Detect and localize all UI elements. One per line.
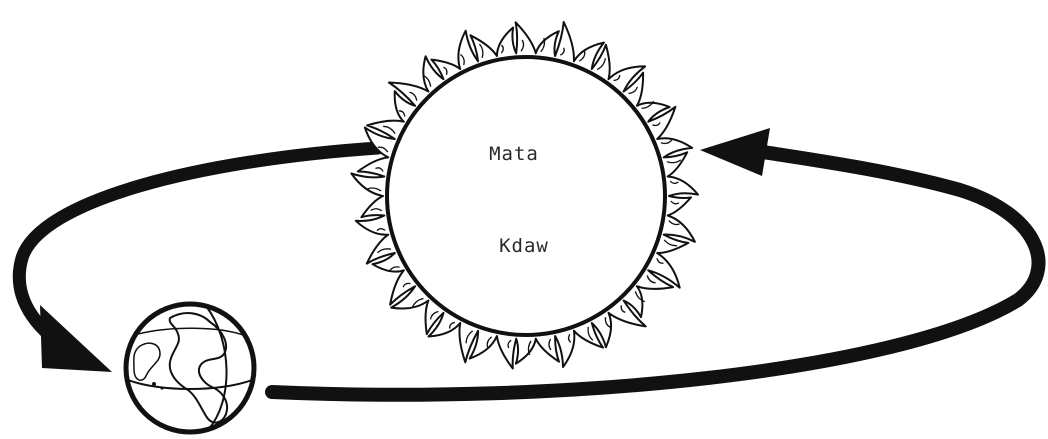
sun-label-bottom: Kdaw xyxy=(499,235,549,257)
orbit-arrowhead-left xyxy=(40,305,112,372)
orbit-arrowhead-right xyxy=(700,128,770,176)
sun-label-top: Mata xyxy=(489,143,539,165)
earth-outline xyxy=(126,304,254,432)
sun-disk xyxy=(387,57,665,335)
earth-island-dot xyxy=(152,382,156,386)
earth-island-dot xyxy=(160,386,163,389)
earth-globe xyxy=(126,304,254,432)
